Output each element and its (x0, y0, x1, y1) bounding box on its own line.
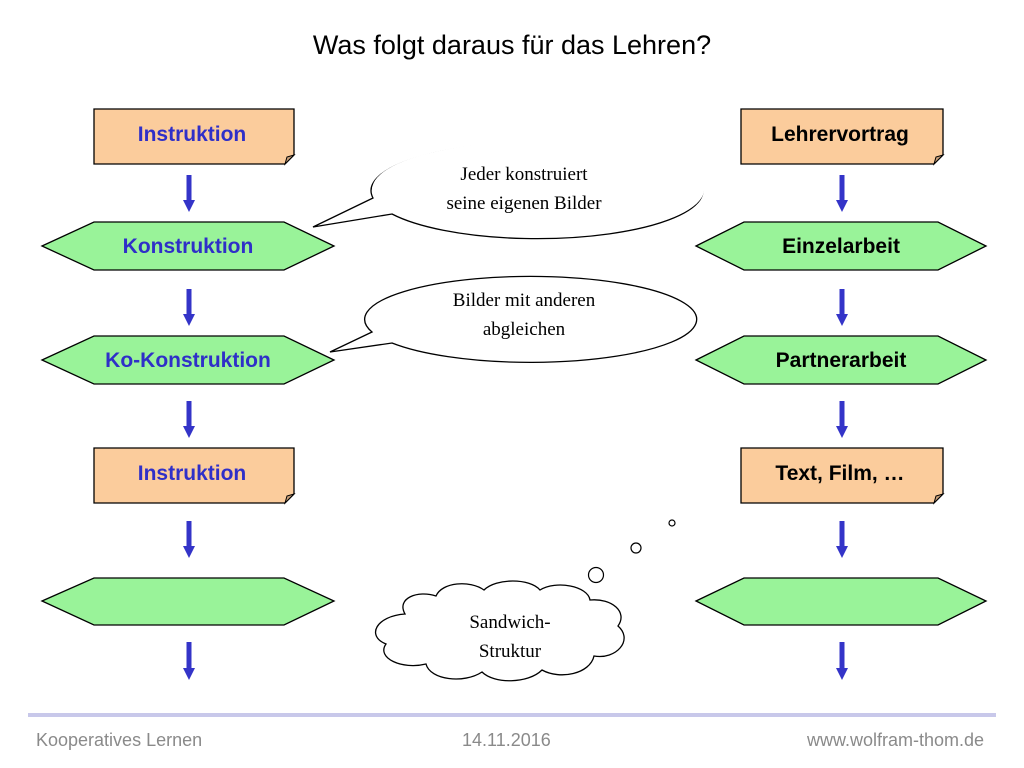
right-arrow-2 (836, 289, 848, 326)
left-arrow-3 (183, 401, 195, 438)
thought-cloud-text: Sandwich- Struktur (420, 608, 600, 666)
left-arrow-1 (183, 175, 195, 212)
right-label-1: Lehrervortrag (771, 123, 909, 146)
left-document-fold-1 (283, 153, 296, 166)
left-document-fold-4 (283, 492, 296, 505)
left-arrow-5 (183, 642, 195, 680)
footer-right: www.wolfram-thom.de (806, 730, 984, 750)
right-arrow-3 (836, 401, 848, 438)
left-label-3: Ko-Konstruktion (105, 349, 271, 372)
right-hexagon-box-2 (694, 221, 988, 271)
left-label-4: Instruktion (137, 462, 247, 485)
right-arrow-5 (836, 642, 848, 680)
slide-title: Was folgt daraus für das Lehren? (312, 30, 712, 60)
speech-bubble-1-shape (372, 141, 705, 238)
speech-bubble-2-text: Bilder mit anderen abgleichen (384, 286, 664, 344)
right-label-2: Einzelarbeit (782, 235, 900, 258)
footer-center: 14.11.2016 (462, 730, 551, 750)
left-arrow-2 (183, 289, 195, 326)
speech-bubble-2-line-1: Bilder mit anderen (452, 290, 596, 311)
left-hexagon-box-2 (40, 221, 336, 271)
thought-cloud-line-1: Sandwich- (469, 612, 551, 633)
right-arrow-1 (836, 175, 848, 212)
left-hexagon-box-3 (40, 335, 336, 385)
right-hexagon-box-5 (694, 577, 988, 626)
speech-bubble-2 (329, 275, 698, 364)
right-label-3: Partnerarbeit (775, 349, 907, 372)
thought-dot-large (587, 566, 605, 584)
right-document-fold-1 (932, 153, 945, 166)
right-hexagon-box-3 (694, 335, 988, 385)
right-label-4: Text, Film, … (775, 462, 905, 485)
left-arrow-4 (183, 521, 195, 558)
speech-bubble-1-line-1: Jeder konstruiert (460, 164, 588, 185)
speech-bubble-1-line-2: seine eigenen Bilder (446, 193, 602, 214)
speech-bubble-2-line-2: abgleichen (482, 319, 566, 340)
footer-left: Kooperatives Lernen (36, 730, 203, 750)
right-document-fold-4 (932, 492, 945, 505)
left-label-2: Konstruktion (122, 235, 254, 258)
speech-bubble-1-text: Jeder konstruiert seine eigenen Bilder (384, 160, 664, 218)
thought-dot-small (668, 519, 676, 527)
right-arrow-4 (836, 521, 848, 558)
left-hexagon-box-5 (40, 577, 336, 626)
left-label-1: Instruktion (137, 123, 247, 146)
thought-cloud-line-2: Struktur (478, 641, 542, 662)
thought-dot-medium (630, 542, 642, 554)
thought-cloud (374, 580, 625, 682)
